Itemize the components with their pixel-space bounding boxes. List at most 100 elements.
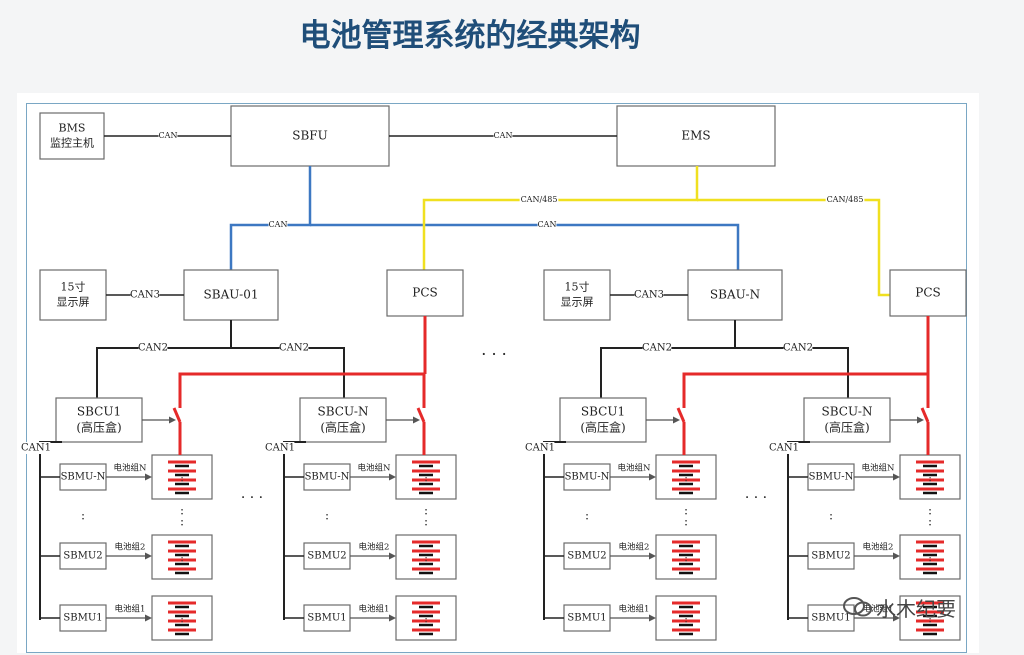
cluster-right-g2-pack1-label: 电池组1 (863, 604, 894, 615)
cluster-right-g2-sbmu2-box-label: SBMU2 (811, 551, 850, 562)
cluster-left-screen-box-label: 15寸 (61, 280, 86, 294)
cluster-right-g1-sbcu-box-label: (高压盒) (580, 420, 625, 435)
cluster-left-pcs-box-label: PCS (412, 286, 437, 300)
cluster-left-sbau-box (183, 269, 279, 321)
cluster-left-can2-label-1: CAN2 (138, 343, 168, 354)
cluster-right-g1-sbcu-box-label: SBCU1 (581, 405, 625, 419)
cluster-right-can2-label-1-bg (642, 342, 672, 354)
cluster-left-g1-sbcu-arrow-head (169, 416, 176, 424)
cluster-left-g2-packn-label: 电池组N (358, 463, 392, 474)
cluster-left-can2-label-2-bg (279, 342, 309, 354)
can-bus-blue-left (229, 166, 312, 270)
cluster-right-can2-left (600, 320, 736, 398)
can-bus-label-1-bg (268, 220, 288, 230)
diagram-border (26, 103, 967, 653)
can-bus-label-1: CAN (269, 220, 288, 229)
sbfu-box (230, 105, 390, 167)
cluster-left-g1-sbcu-box-label: (高压盒) (76, 420, 121, 435)
ems-box-label: EMS (681, 129, 710, 143)
cluster-left-g2-sbmu2-box-label: SBMU2 (307, 551, 346, 562)
cluster-right-g2-battery-dots-a: : (928, 504, 932, 518)
can485-label-1-bg (519, 195, 559, 205)
cluster-right-g2-pack2-label: 电池组2 (863, 542, 894, 553)
cluster-right-screen-box-label: 显示屏 (561, 296, 594, 309)
cluster-left-g1-can1-label-bg (21, 442, 51, 454)
cluster-left-g2-sbcu-box-label: (高压盒) (320, 420, 365, 435)
cluster-left-g1-sbmu2-box (59, 542, 107, 570)
cluster-left-g1-sbmu-dots: : (81, 509, 85, 523)
cluster-right-g2-sbmun-arrow-head (893, 473, 900, 481)
cluster-left-g2-battery-dots-a: : (424, 504, 428, 518)
can485-label-2-bg (825, 195, 865, 205)
cluster-right-g1-sbmu1-arrow-head (649, 614, 656, 622)
cluster-left-can2-left (96, 320, 232, 398)
cluster-right-g1-can1-label-bg (525, 442, 555, 454)
cluster-left-g2-sbmu-dots: : (325, 509, 329, 523)
cluster-left-g2-sbcu-arrow-head (413, 416, 420, 424)
cluster-left-g1-sbmu1-box-label: SBMU1 (63, 613, 102, 624)
cluster-left-can3-label-bg (130, 289, 160, 301)
cluster-right-g1-can1-spine (543, 441, 566, 620)
bms-sbfu-can-label-bg (158, 131, 178, 141)
cluster-right-g1-sbmu2-box-label: SBMU2 (567, 551, 606, 562)
cluster-right-g2-packn-label: 电池组N (862, 463, 896, 474)
cluster-left-power-bus (178, 372, 426, 398)
watermark: 水木纪要 (842, 593, 956, 622)
cluster-left-g1-pack1-label: 电池组1 (115, 604, 146, 615)
cluster-right-g1-sbmu2-arrow-head (649, 552, 656, 560)
bms-host-box-label: 监控主机 (50, 136, 94, 150)
cluster-left-can2-label-1-bg (138, 342, 168, 354)
cluster-right-g1-switch-blade (676, 407, 686, 423)
cluster-left-g1-battery-n-dots: : (180, 474, 183, 485)
cluster-left-g1-battery-dots-a: : (180, 504, 184, 518)
cluster-left-screen-box-label: 显示屏 (57, 296, 90, 309)
can-bus-label-2: CAN (538, 220, 557, 229)
cluster-left-g1-can1-label: CAN1 (21, 443, 51, 454)
cluster-right-pcs-box (889, 269, 967, 317)
cluster-left-group-ellipsis: · · · (241, 490, 263, 506)
cluster-right-g1-sbmu2-box (563, 542, 611, 570)
cluster-left-g1-battery-2-dots: : (180, 554, 183, 565)
cluster-right-g1-can1-label: CAN1 (525, 443, 555, 454)
cluster-right-g2-sbmu1-arrow-head (893, 614, 900, 622)
cluster-left-g2-can1-label: CAN1 (265, 443, 295, 454)
cluster-right-pcs-box-label: PCS (915, 286, 940, 300)
cluster-right-g2-can1-label: CAN1 (769, 443, 799, 454)
cluster-right-g2-sbmun-box-label: SBMU-N (809, 472, 854, 483)
can-bus-label-2-bg (537, 220, 557, 230)
can485-bus-left (422, 166, 699, 270)
cluster-left-g1-sbmu1-arrow-head (145, 614, 152, 622)
can485-bus-right (697, 198, 890, 297)
cluster-right-group-ellipsis: · · · (745, 490, 767, 506)
cluster-right-sbau-box (687, 269, 783, 321)
cluster-right-g1-sbmu-dots: : (585, 509, 589, 523)
cluster-right-screen-box-label: 15寸 (565, 280, 590, 294)
cluster-right-can2-label-2: CAN2 (783, 343, 813, 354)
cluster-right-g1-battery-dots-a: : (684, 504, 688, 518)
cluster-right-g1-sbmun-box-label: SBMU-N (565, 472, 610, 483)
cluster-left-g1-sbmun-box-label: SBMU-N (61, 472, 106, 483)
can485-label-1: CAN/485 (521, 195, 558, 204)
cluster-left-g1-sbcu-box-label: SBCU1 (77, 405, 121, 419)
cluster-left-g1-pack2-label: 电池组2 (115, 542, 146, 553)
cluster-left-g2-can1-spine (283, 441, 306, 620)
cluster-right-g1-sbmu1-box-label: SBMU1 (567, 613, 606, 624)
cluster-left-g2-sbmu2-arrow-head (389, 552, 396, 560)
cluster-right-g2-sbmu1-box (807, 604, 855, 632)
cluster-left-g2-sbmun-arrow-head (389, 473, 396, 481)
cluster-right-g2-can1-spine (787, 441, 810, 620)
sbfu-ems-can-label: CAN (494, 131, 513, 140)
page-title: 电池管理系统的经典架构 (299, 18, 641, 54)
cluster-right-g1-battery-dots-b: : (684, 515, 688, 529)
cluster-right-g1-battery-n-dots: : (684, 474, 687, 485)
cluster-left-g1-sbmun-arrow-head (145, 473, 152, 481)
cluster-left-g2-sbmu1-box-label: SBMU1 (307, 613, 346, 624)
cluster-right-g1-battery-1-dots: : (684, 615, 687, 626)
can485-label-2: CAN/485 (827, 195, 864, 204)
cluster-left-g2-sbcu-box (299, 397, 387, 443)
bms-host-box (39, 112, 105, 160)
cluster-left-g2-pack2-label: 电池组2 (359, 542, 390, 553)
cluster-left-g1-sbmu2-box-label: SBMU2 (63, 551, 102, 562)
cluster-right-g2-switch-blade (920, 407, 930, 423)
